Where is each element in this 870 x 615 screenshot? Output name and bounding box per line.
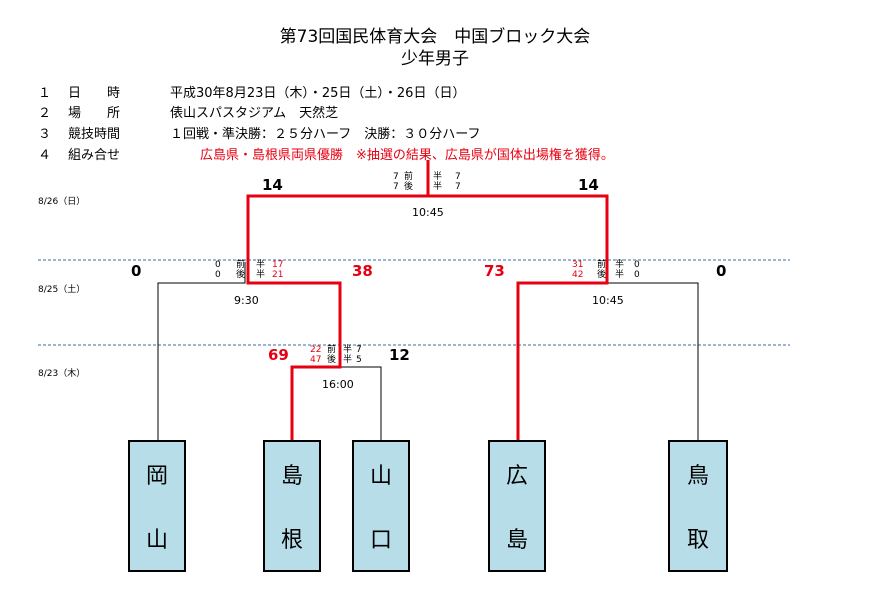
info-num: ３: [38, 127, 52, 142]
semi-right-half-char-1: 半: [615, 260, 625, 270]
team-name-char: 島: [280, 464, 303, 489]
team-name-char: 根: [280, 528, 303, 553]
final-half-label-1: 前: [404, 172, 414, 182]
info-label: 組み合せ: [68, 148, 121, 163]
semi-left-half-label-2: 後: [236, 270, 246, 280]
first-round-half-right-2: 5: [356, 355, 362, 365]
first-round-half-label-2: 後: [327, 355, 337, 365]
team-name-char: 取: [686, 528, 709, 553]
date-label-first: 8/23（木）: [38, 369, 86, 379]
semi-right-score-tottori: 0: [716, 262, 727, 280]
semi-right-half-label-1: 前: [597, 260, 607, 270]
page-title: 第73回国民体育大会 中国ブロック大会: [279, 27, 591, 47]
team-box-yamaguchi: 山 口: [352, 440, 410, 572]
first-round-score-yamaguchi: 12: [389, 346, 410, 364]
semi-left-time: 9:30: [234, 294, 259, 307]
first-round-half-left-1: 22: [310, 345, 322, 355]
final-left-score: 14: [262, 176, 283, 194]
final-half-right-2: 7: [455, 182, 461, 192]
semi-left-half-char-1: 半: [256, 260, 266, 270]
first-round-half-char-1: 半: [343, 345, 353, 355]
team-name-char: 岡: [145, 464, 168, 489]
first-round-half-label-1: 前: [327, 345, 337, 355]
first-round-time: 16:00: [322, 378, 354, 391]
bracket-line-okayama: [157, 262, 246, 440]
semi-left-half-label-1: 前: [236, 260, 246, 270]
final-right-score: 14: [578, 176, 599, 194]
semi-left-half-char-2: 半: [256, 270, 266, 280]
info-label: 日 時: [68, 86, 121, 101]
info-num: ２: [38, 106, 52, 121]
final-half-left-1: 7: [393, 172, 399, 182]
team-name-char: 広: [505, 464, 528, 489]
team-box-okayama: 岡 山: [128, 440, 186, 572]
team-name-char: 山: [369, 464, 392, 489]
info-label: 場 所: [68, 106, 121, 121]
semi-left-half-left-1: 0: [215, 260, 221, 270]
first-round-half-left-2: 47: [310, 355, 322, 365]
info-label: 競技時間: [68, 127, 121, 142]
final-half-label-2: 後: [404, 182, 414, 192]
final-half-char-2: 半: [433, 182, 443, 192]
team-box-hiroshima: 広 島: [488, 440, 546, 572]
info-value: １回戦・準決勝：２５分ハーフ 決勝：３０分ハーフ: [170, 127, 481, 142]
bracket-line-winners: [246, 194, 609, 440]
info-num: １: [38, 86, 52, 101]
info-value: 平成30年8月23日（木）・25日（土）・26日（日）: [170, 86, 466, 101]
final-time: 10:45: [412, 206, 444, 219]
first-round-half-char-2: 半: [343, 355, 353, 365]
date-label-final: 8/26（日）: [38, 197, 86, 207]
team-name-char: 口: [369, 528, 392, 553]
first-round-half-right-1: 7: [356, 345, 362, 355]
team-name-char: 山: [145, 528, 168, 553]
info-value: 俵山スパスタジアム 天然芝: [170, 106, 339, 121]
semi-right-half-left-2: 42: [572, 270, 584, 280]
semi-right-score-hiroshima: 73: [484, 262, 505, 280]
semi-right-half-label-2: 後: [597, 270, 607, 280]
page-subtitle: 少年男子: [401, 49, 469, 69]
team-name-char: 島: [505, 528, 528, 553]
final-half-left-2: 7: [393, 182, 399, 192]
semi-right-half-right-1: 0: [634, 260, 640, 270]
semi-left-score-okayama: 0: [131, 262, 142, 280]
bracket-line-yamaguchi: [340, 366, 382, 440]
semi-left-score-shimane: 38: [352, 262, 373, 280]
result-note: 広島県・島根県両県優勝 ※抽選の結果、広島県が国体出場権を獲得。: [200, 148, 614, 163]
semi-right-half-char-2: 半: [615, 270, 625, 280]
semi-left-half-right-1: 17: [272, 260, 284, 270]
semi-right-half-right-2: 0: [634, 270, 640, 280]
semi-right-time: 10:45: [592, 294, 624, 307]
final-half-right-1: 7: [455, 172, 461, 182]
team-box-shimane: 島 根: [263, 440, 321, 572]
team-name-char: 鳥: [686, 464, 709, 489]
final-half-char-1: 半: [433, 172, 443, 182]
bracket-line-tottori: [607, 262, 699, 440]
first-round-score-shimane: 69: [268, 346, 289, 364]
date-label-semi: 8/25（土）: [38, 285, 86, 295]
team-box-tottori: 鳥 取: [668, 440, 728, 572]
semi-right-half-left-1: 31: [572, 260, 584, 270]
info-num: ４: [38, 148, 52, 163]
semi-left-half-left-2: 0: [215, 270, 221, 280]
semi-left-half-right-2: 21: [272, 270, 284, 280]
